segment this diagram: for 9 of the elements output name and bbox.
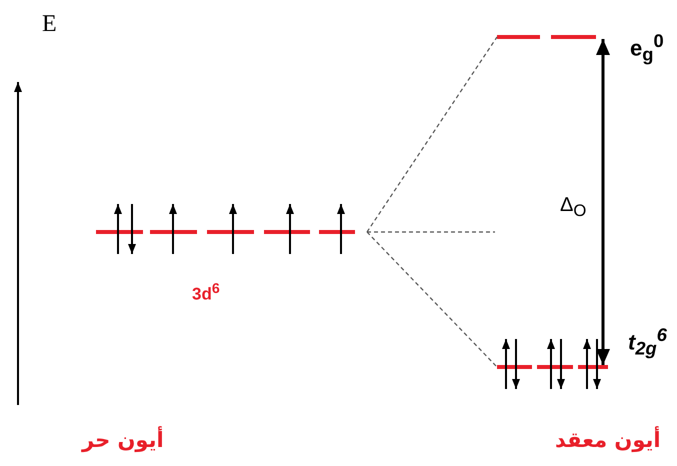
connector-line	[366, 36, 498, 232]
axis-label: E	[42, 12, 57, 36]
connector-line	[366, 232, 498, 368]
energy-level	[96, 230, 355, 234]
level-label: 3d$^{6}$	[192, 282, 220, 303]
energy-level	[497, 365, 608, 369]
splitting-label: Δ$_{O}$	[560, 195, 586, 220]
connector-line	[367, 231, 495, 233]
double-arrow	[596, 39, 610, 365]
